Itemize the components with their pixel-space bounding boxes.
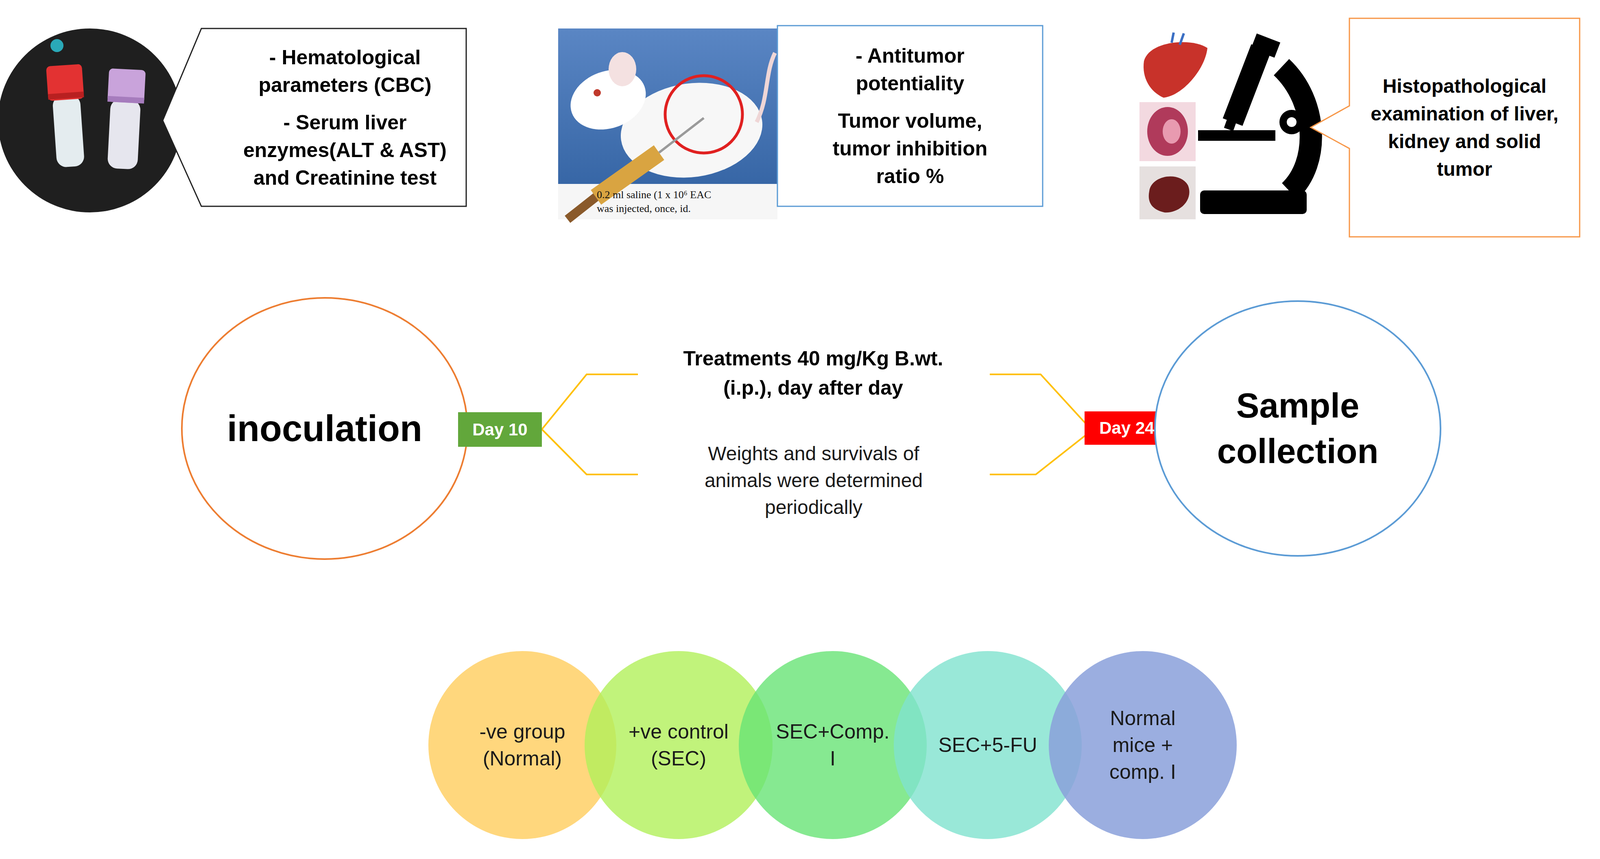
outline-shape bbox=[777, 25, 1043, 207]
bracket-line bbox=[989, 435, 1086, 475]
photo-caption-strip bbox=[558, 183, 778, 220]
microscope-tube bbox=[1232, 48, 1262, 123]
node-text: Normal mice + comp. I bbox=[1102, 704, 1184, 786]
node-content: Normal mice + comp. I bbox=[1048, 650, 1237, 839]
node-text: SEC+5-FU bbox=[922, 731, 1053, 759]
node-text: Day 10 bbox=[459, 419, 541, 440]
kidney-image bbox=[1139, 102, 1196, 162]
mouse-ear bbox=[608, 52, 637, 87]
callout-box: - Hematological parameters (CBC) - Serum … bbox=[162, 28, 467, 207]
bracket-line bbox=[541, 429, 638, 475]
bracket-line bbox=[541, 374, 638, 430]
node-content: inoculation bbox=[181, 297, 468, 559]
node-text: - Antitumor potentiality bbox=[820, 41, 1000, 98]
node-outline bbox=[1310, 18, 1580, 237]
photo-background bbox=[558, 28, 778, 220]
syringe-plunger bbox=[567, 195, 599, 220]
liver-vessels bbox=[1171, 32, 1184, 45]
stage-circle: inoculation bbox=[181, 297, 468, 559]
outline-shape bbox=[1154, 301, 1441, 556]
blood-tubes-photo bbox=[0, 28, 182, 213]
bracket-line bbox=[989, 374, 1086, 424]
microscope-stage bbox=[1198, 130, 1276, 141]
tube-body bbox=[107, 98, 142, 170]
node-text: Sample collection bbox=[1204, 382, 1392, 474]
tube-cap bbox=[107, 68, 146, 104]
node-content: - Hematological parameters (CBC) - Serum … bbox=[223, 28, 467, 207]
microscope-objective bbox=[1228, 117, 1233, 130]
node-text: -ve group (Normal) bbox=[469, 718, 576, 772]
microscope-base bbox=[1200, 190, 1307, 214]
node-text: - Serum liver enzymes(ALT & AST) and Cre… bbox=[237, 108, 453, 192]
node-content: Day 10 bbox=[458, 412, 542, 447]
purple-cap-tube bbox=[104, 68, 147, 170]
outline-shape bbox=[1310, 18, 1580, 237]
tube-cap bbox=[45, 63, 85, 101]
tube-cap-rim bbox=[107, 96, 145, 104]
callout-box: Histopathological examination of liver, … bbox=[1310, 18, 1580, 237]
injection-site-ring bbox=[665, 75, 743, 153]
microscope-joint bbox=[1264, 68, 1275, 79]
day-tag: Day 10 bbox=[458, 412, 542, 447]
tumor-image bbox=[1139, 166, 1196, 220]
group-circle: Normal mice + comp. I bbox=[1048, 650, 1237, 839]
mouse-eye bbox=[593, 89, 601, 97]
liver-image bbox=[1143, 42, 1208, 98]
node-outline bbox=[1154, 301, 1441, 556]
photo-circle bbox=[0, 28, 182, 213]
mouse-tail bbox=[756, 52, 775, 123]
syringe-needle bbox=[659, 117, 704, 153]
kidney-pelvis bbox=[1162, 119, 1181, 144]
node-text: - Hematological parameters (CBC) bbox=[237, 43, 453, 99]
node-text: Tumor volume, tumor inhibition ratio % bbox=[820, 106, 1000, 190]
node-text: SEC+Comp. I bbox=[773, 718, 892, 772]
photo-detail bbox=[50, 39, 64, 53]
microscope-icon bbox=[1198, 33, 1311, 214]
stage-circle: Sample collection bbox=[1154, 301, 1441, 556]
mouse-photo bbox=[558, 28, 778, 220]
kidney-shape bbox=[1147, 106, 1188, 156]
outline-shape bbox=[162, 28, 467, 207]
organ-images bbox=[1139, 32, 1208, 220]
outline-shape bbox=[181, 297, 468, 559]
microscope-knob bbox=[1279, 109, 1304, 135]
callout-box: - Antitumor potentialityTumor volume, tu… bbox=[777, 25, 1043, 207]
tube-cap-rim bbox=[48, 91, 85, 100]
red-cap-tube bbox=[45, 63, 89, 169]
treatment-text: Treatments 40 mg/Kg B.wt.(i.p.), day aft… bbox=[670, 343, 956, 403]
mouse-head bbox=[562, 59, 655, 140]
microscope-eyepiece bbox=[1250, 33, 1281, 58]
microscope-knob-center bbox=[1286, 117, 1297, 127]
node-content: Histopathological examination of liver, … bbox=[1349, 18, 1580, 237]
tumor-shape bbox=[1148, 176, 1190, 213]
tube-body bbox=[52, 94, 85, 168]
monitoring-note: Weights and survivals of animals were de… bbox=[687, 440, 940, 521]
node-text: Histopathological examination of liver, … bbox=[1364, 72, 1565, 184]
node-content: Sample collection bbox=[1154, 301, 1441, 556]
node-text: +ve control (SEC) bbox=[617, 718, 740, 772]
photo-caption: 0.2 ml saline (1 x 10⁶ EAC was injected,… bbox=[596, 187, 719, 216]
node-content: - Antitumor potentialityTumor volume, tu… bbox=[777, 25, 1043, 207]
node-text: inoculation bbox=[202, 406, 447, 451]
